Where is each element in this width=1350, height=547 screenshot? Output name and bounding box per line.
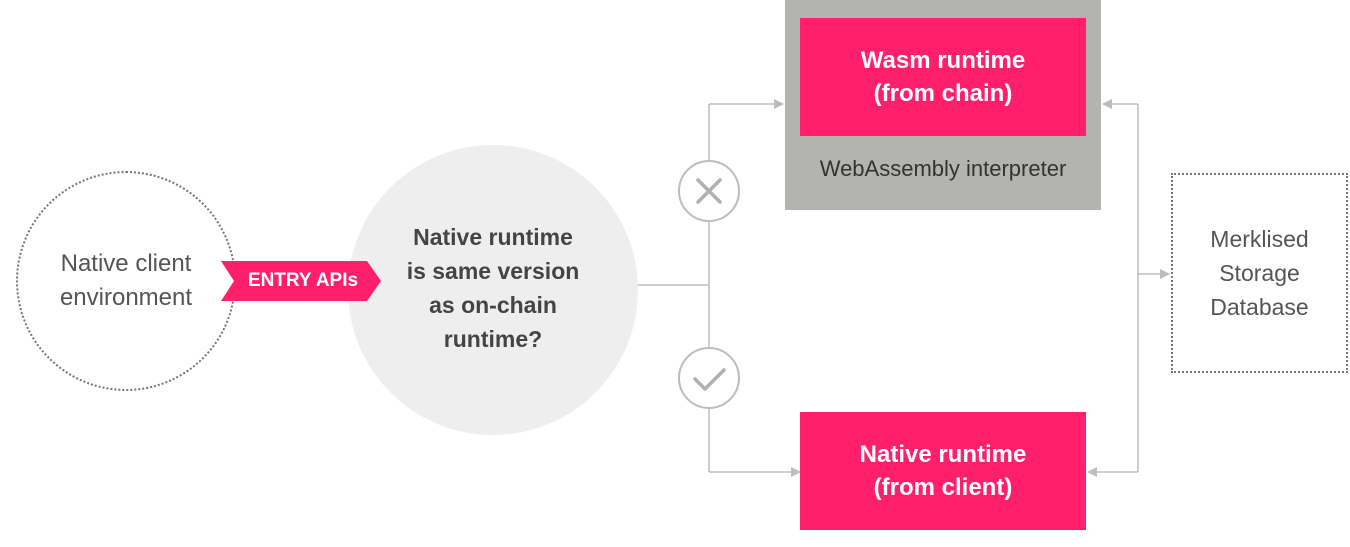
webassembly-interpreter-label: WebAssembly interpreter: [819, 156, 1067, 181]
check-glyph: [693, 368, 726, 391]
version-check-line-1: Native runtime: [413, 224, 573, 250]
storage-line-3: Database: [1210, 294, 1309, 320]
native-client-label: Native client environment: [41, 247, 211, 315]
native-client-node: Native client environment: [16, 171, 236, 391]
check-icon: [678, 347, 740, 409]
storage-label: Merklised Storage Database: [1210, 222, 1308, 324]
native-runtime-line-2: (from client): [873, 474, 1013, 501]
version-check-line-3: as on-chain: [429, 292, 557, 318]
entry-apis-tag: ENTRY APIs: [221, 261, 381, 301]
wasm-runtime-line-1: Wasm runtime: [860, 47, 1026, 74]
version-check-label: Native runtime is same version as on-cha…: [393, 220, 593, 356]
entry-apis-label: ENTRY APIs: [247, 270, 359, 291]
x-icon: [678, 160, 740, 222]
version-check-line-4: runtime?: [443, 326, 543, 352]
merklised-storage-node: Merklised Storage Database: [1171, 173, 1348, 373]
version-check-line-2: is same version: [406, 258, 580, 284]
x-glyph: [696, 178, 722, 204]
native-client-line-1: Native client: [60, 250, 192, 277]
version-check-node: Native runtime is same version as on-cha…: [348, 145, 638, 435]
wasm-runtime-line-2: (from chain): [873, 80, 1013, 107]
storage-line-1: Merklised: [1210, 226, 1309, 252]
wasm-runtime-box: Wasm runtime (from chain): [800, 18, 1086, 136]
native-runtime-line-1: Native runtime: [859, 441, 1027, 468]
native-runtime-box: Native runtime (from client): [800, 412, 1086, 530]
storage-line-2: Storage: [1219, 260, 1300, 286]
native-client-line-2: environment: [59, 284, 193, 311]
